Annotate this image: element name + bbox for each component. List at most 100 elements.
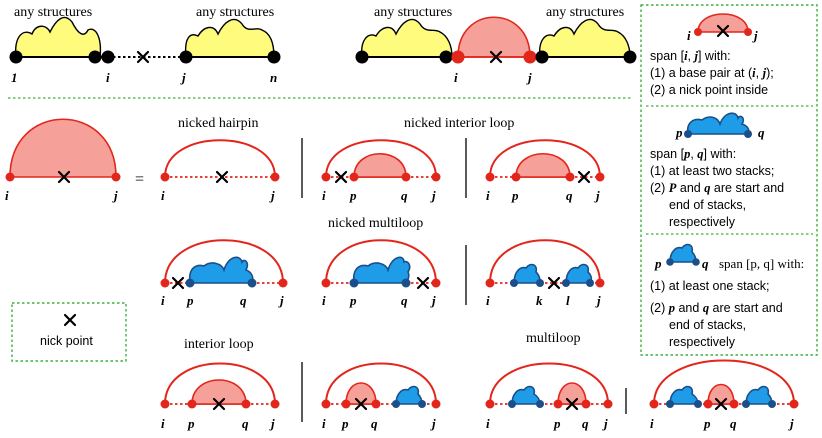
yellow-structure (15, 16, 102, 58)
hairpin-shape (9, 118, 117, 178)
hairpin-shape (353, 153, 407, 178)
multiloop-diagram-1: i p q j (321, 362, 441, 431)
nicked-interior-loop-diagram-2: i p q j (485, 139, 605, 203)
top-right-structure: any structures any structures i j (355, 5, 637, 85)
label-i: i (161, 293, 165, 308)
nick-point-label: nick point (40, 334, 93, 348)
stack-shape (669, 243, 697, 263)
label-i: i (106, 70, 110, 85)
definition-line: respectively (669, 335, 736, 349)
label-p: p (511, 188, 519, 203)
label-q: q (401, 188, 408, 203)
label-i: i (687, 28, 691, 43)
single-stack-definition: p q span [p, q] with: (1) at least one s… (650, 243, 804, 349)
label-j: j (430, 416, 436, 431)
label-j: j (602, 416, 608, 431)
title-nicked-multiloop: nicked multiloop (328, 216, 423, 231)
multi-stack-shape (188, 256, 254, 284)
nicked-hairpin-diagram: nicked hairpin i j (160, 116, 280, 203)
nicked-multiloop-diagram-3: i k l j (485, 239, 605, 308)
nicked-multiloop-diagram-2: i p q j (321, 239, 441, 308)
interior-loop-diagram: i p q j (160, 362, 280, 431)
title-nicked-interior-loop: nicked interior loop (404, 116, 514, 131)
label-q: q (702, 256, 709, 271)
hairpin-shape (707, 383, 735, 405)
definition-line: span [p, q] with: (650, 147, 736, 161)
title-multiloop: multiloop (526, 331, 580, 346)
definition-line: respectively (669, 215, 736, 229)
label-q: q (758, 125, 765, 140)
label-j: j (595, 293, 601, 308)
label-i: i (454, 70, 458, 85)
label-j: j (278, 293, 284, 308)
label-p: p (187, 416, 195, 431)
label-i: i (486, 293, 490, 308)
label-j: j (526, 70, 532, 85)
multi-stack-shape (352, 256, 411, 284)
label-k: k (536, 293, 543, 308)
label-j: j (788, 416, 794, 431)
label-q: q (242, 416, 249, 431)
definition-line: (2) P and q are start and (650, 181, 784, 195)
label-j: j (430, 293, 436, 308)
label-i: i (486, 416, 490, 431)
definition-line: (2) p and q are start and (650, 301, 783, 315)
label-i: i (486, 188, 490, 203)
nicked-interior-loop-diagram-1: i p q j (321, 139, 441, 203)
label-1: 1 (11, 70, 18, 85)
label-q: q (730, 416, 737, 431)
label-j: j (269, 416, 275, 431)
nicked-multiloop-diagram-1: i p q j (160, 239, 288, 308)
title-interior-loop: interior loop (184, 337, 254, 352)
hairpin-shape (345, 382, 377, 405)
label-l: l (566, 293, 570, 308)
label-q: q (566, 188, 573, 203)
yellow-structure (539, 18, 631, 58)
stack-shape (511, 385, 541, 405)
label-q: q (240, 293, 247, 308)
definition-line: span [i, j] with: (650, 49, 731, 63)
label-p: p (703, 416, 711, 431)
label-i: i (650, 416, 654, 431)
label-p: p (341, 416, 349, 431)
stack-shape (565, 263, 593, 284)
lhs-nicked-hairpin: i j = (5, 118, 144, 203)
nick-point-legend: nick point (11, 302, 127, 362)
definition-line: (2) a nick point inside (650, 83, 768, 97)
hairpin-shape (515, 153, 571, 178)
label-p: p (553, 416, 561, 431)
definition-line: span [p, q] with: (719, 256, 804, 271)
definition-line: end of stacks, (669, 198, 746, 212)
definitions-panel: i j span [i, j] with: (1) a base pair at… (640, 4, 818, 356)
top-left-structure: any structures any structures 1 i j n (9, 5, 281, 85)
label-q: q (371, 416, 378, 431)
label-p: p (349, 293, 357, 308)
label-j: j (594, 188, 600, 203)
label-j: j (752, 28, 758, 43)
any-structures-label: any structures (196, 5, 274, 20)
label-i: i (322, 293, 326, 308)
multiloop-diagram-3: i p q j (649, 359, 799, 431)
any-structures-label: any structures (14, 5, 92, 20)
label-p: p (349, 188, 357, 203)
label-i: i (161, 188, 165, 203)
multiloop-diagram-2: i p q j (485, 362, 613, 431)
label-q: q (582, 416, 589, 431)
hairpin-shape (457, 16, 531, 58)
label-j: j (269, 188, 275, 203)
label-p: p (675, 125, 683, 140)
label-j: j (430, 188, 436, 203)
yellow-structure (184, 18, 275, 58)
definition-line: end of stacks, (669, 318, 746, 332)
label-i: i (5, 188, 9, 203)
equals-sign: = (135, 171, 144, 188)
stack-shape (395, 385, 423, 405)
definition-line: (1) at least two stacks; (650, 164, 774, 178)
label-n: n (270, 70, 277, 85)
title-nicked-hairpin: nicked hairpin (178, 116, 258, 131)
multi-stack-definition: p q span [p, q] with: (1) at least two s… (650, 112, 784, 229)
definition-line: (1) at least one stack; (650, 279, 770, 293)
label-q: q (401, 293, 408, 308)
label-p: p (654, 256, 662, 271)
